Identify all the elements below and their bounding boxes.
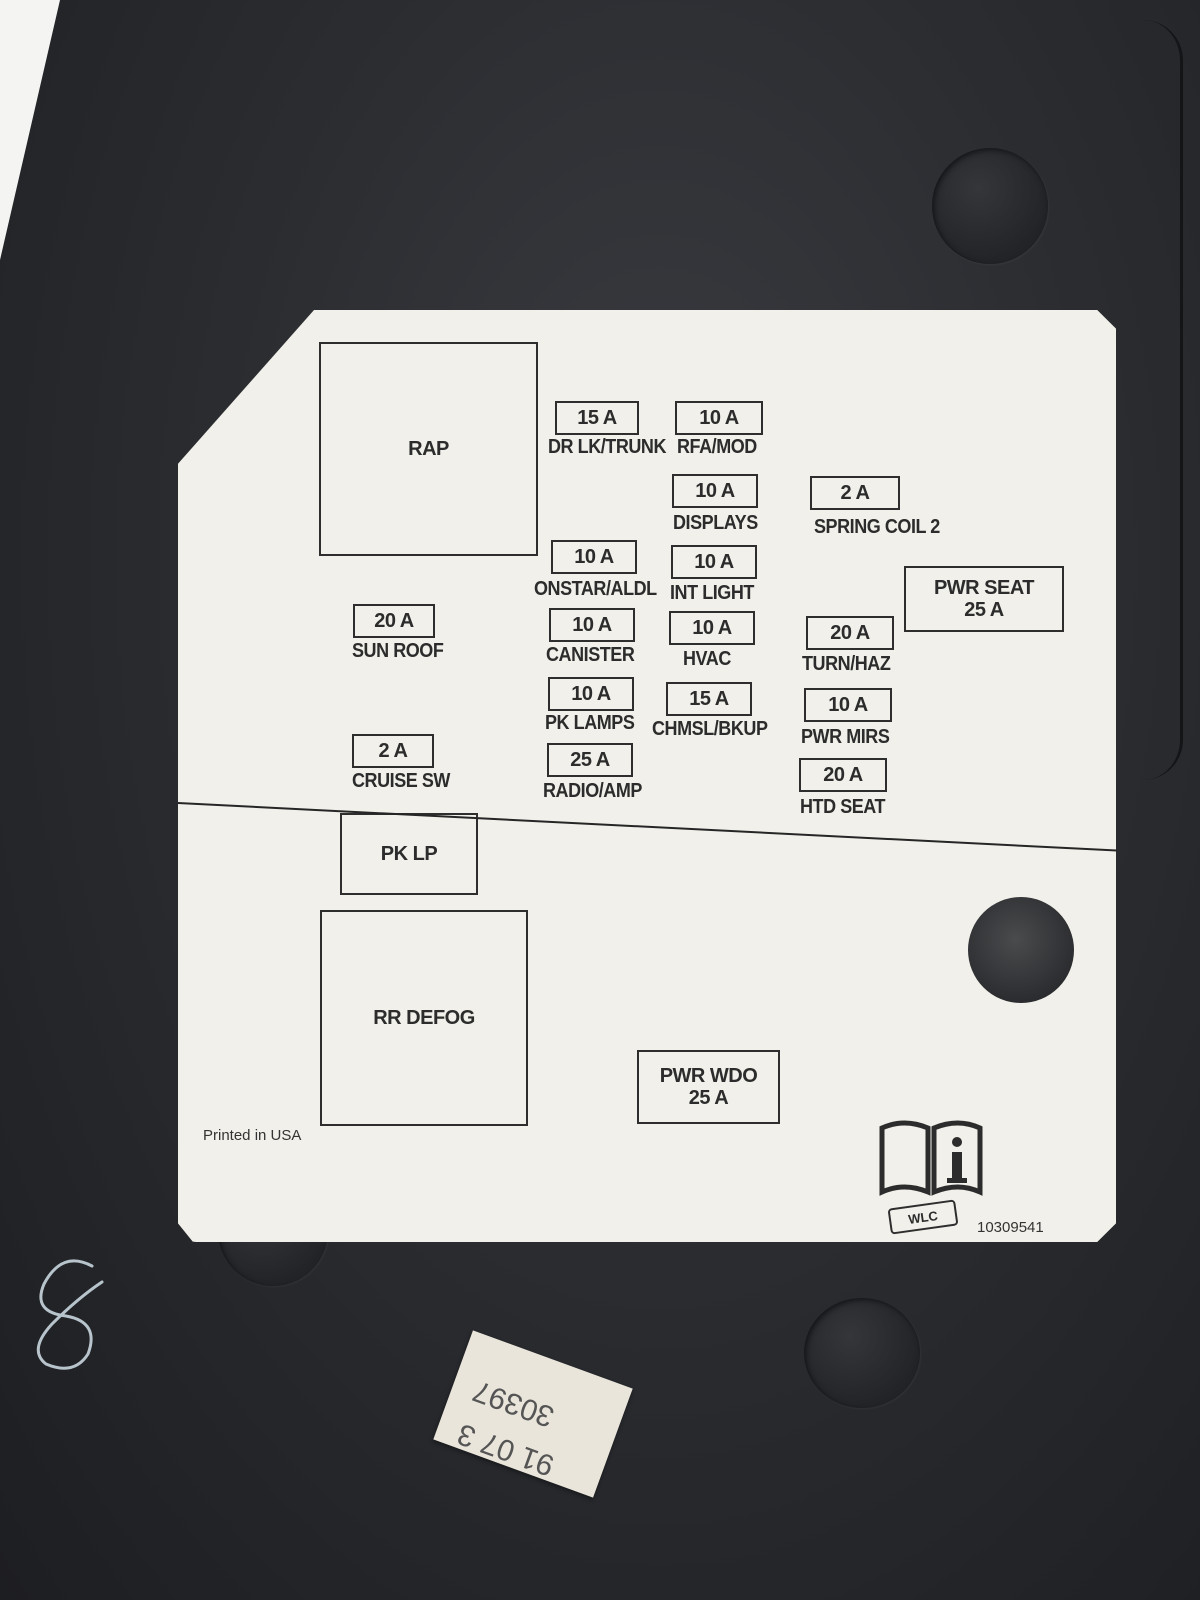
fuse-amp: 10 A [675, 401, 763, 435]
fuse-amp: 10 A [551, 540, 637, 574]
cover-ridge [1060, 20, 1183, 780]
fuse-name: HTD SEAT [800, 796, 886, 818]
fuse-name: INT LIGHT [670, 582, 754, 604]
mounting-hole [968, 897, 1074, 1003]
cover-boss [804, 1298, 920, 1408]
breaker-amp: 25 A [688, 1087, 729, 1109]
fuse-amp: 10 A [548, 677, 634, 711]
fuse-name: PK LAMPS [545, 712, 635, 734]
fuse-amp: 10 A [671, 545, 757, 579]
printed-in-usa: Printed in USA [203, 1127, 302, 1144]
relay-rr-defog: RR DEFOG [320, 910, 528, 1126]
fuse-name: RADIO/AMP [543, 780, 642, 802]
fuse-amp: 10 A [549, 608, 635, 642]
fuse-name: CANISTER [546, 644, 635, 666]
fuse-diagram-label [178, 310, 1116, 1242]
relay-pk-lp: PK LP [340, 813, 478, 895]
fuse-name: TURN/HAZ [802, 653, 891, 675]
fuse-name: SPRING COIL 2 [814, 516, 940, 538]
fuse-name: ONSTAR/ALDL [534, 578, 657, 600]
fuse-name: CRUISE SW [352, 770, 450, 792]
breaker-pwr-wdo: PWR WDO 25 A [637, 1050, 780, 1124]
fuse-amp: 10 A [672, 474, 758, 508]
breaker-pwr-seat: PWR SEAT 25 A [904, 566, 1064, 632]
cover-boss [932, 148, 1048, 264]
fuse-name: SUN ROOF [352, 640, 444, 662]
fuse-name: PWR MIRS [801, 726, 890, 748]
fuse-name: DISPLAYS [673, 512, 758, 534]
fuse-name: DR LK/TRUNK [548, 436, 667, 458]
owners-manual-icon [879, 1120, 983, 1196]
fuse-amp: 20 A [799, 758, 887, 792]
chalk-8-mark [36, 1259, 104, 1370]
breaker-amp: 25 A [964, 599, 1004, 621]
fuse-amp: 15 A [555, 401, 639, 435]
relay-rap: RAP [319, 342, 538, 556]
fuse-amp: 20 A [353, 604, 435, 638]
fuse-amp: 15 A [666, 682, 752, 716]
breaker-name: PWR WDO [659, 1065, 758, 1087]
fuse-amp: 10 A [804, 688, 892, 722]
fuse-amp: 2 A [810, 476, 900, 510]
fuse-amp: 2 A [352, 734, 434, 768]
part-number: 10309541 [977, 1219, 1044, 1236]
fuse-name: CHMSL/BKUP [652, 718, 768, 740]
fuse-amp: 10 A [669, 611, 755, 645]
breaker-name: PWR SEAT [933, 577, 1035, 599]
fuse-name: RFA/MOD [677, 436, 757, 458]
fuse-amp: 25 A [547, 743, 633, 777]
fuse-name: HVAC [683, 648, 731, 670]
fuse-amp: 20 A [806, 616, 894, 650]
